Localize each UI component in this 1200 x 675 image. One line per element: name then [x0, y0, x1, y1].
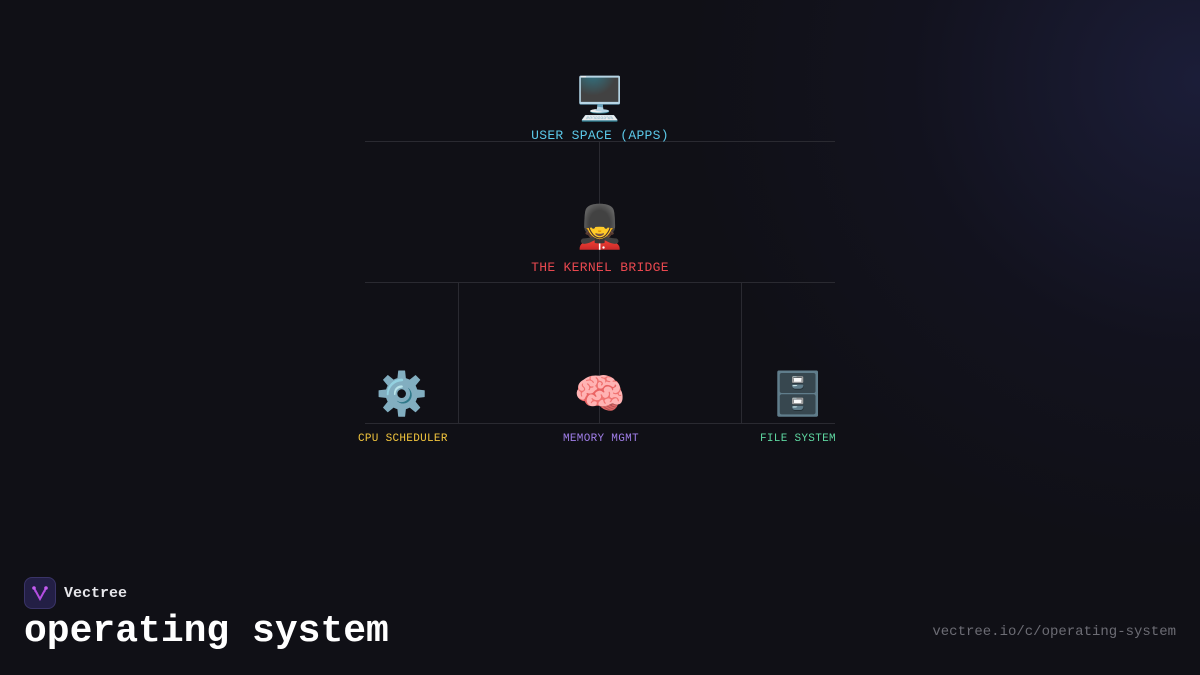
node-user-space: 🖥️ USER SPACE (APPS)	[500, 78, 700, 143]
page-url[interactable]: vectree.io/c/operating-system	[932, 624, 1176, 640]
node-memory-mgmt: 🧠	[570, 373, 630, 421]
node-kernel: 💂 THE KERNEL BRIDGE	[500, 206, 700, 275]
node-label-cpu-scheduler: CPU SCHEDULER	[358, 433, 448, 445]
node-label-kernel: THE KERNEL BRIDGE	[531, 260, 669, 275]
brand: Vectree	[24, 577, 127, 609]
user-space-divider	[365, 141, 835, 142]
edge-kernel-filesystem	[741, 282, 742, 423]
vectree-logo-icon	[24, 577, 56, 609]
brand-name: Vectree	[64, 584, 128, 602]
node-label-user-space: USER SPACE (APPS)	[531, 128, 669, 143]
node-cpu-scheduler: ⚙️	[372, 373, 432, 421]
file-cabinet-icon: 🗄️	[771, 373, 825, 421]
brain-icon: 🧠	[573, 373, 627, 421]
desktop-computer-icon: 🖥️	[573, 78, 627, 126]
page-title: operating system	[24, 610, 389, 653]
gear-icon: ⚙️	[375, 373, 429, 421]
guard-icon: 💂	[573, 206, 627, 254]
node-label-file-system: FILE SYSTEM	[760, 433, 836, 445]
node-file-system: 🗄️	[768, 373, 828, 421]
node-label-memory-mgmt: MEMORY MGMT	[563, 433, 639, 445]
edge-kernel-cpu	[458, 282, 459, 423]
kernel-divider	[365, 282, 835, 283]
edge-user-kernel	[599, 141, 600, 282]
vectree-tree-icon	[32, 586, 48, 601]
edge-kernel-memory	[599, 282, 600, 423]
subsystem-divider	[365, 423, 835, 424]
